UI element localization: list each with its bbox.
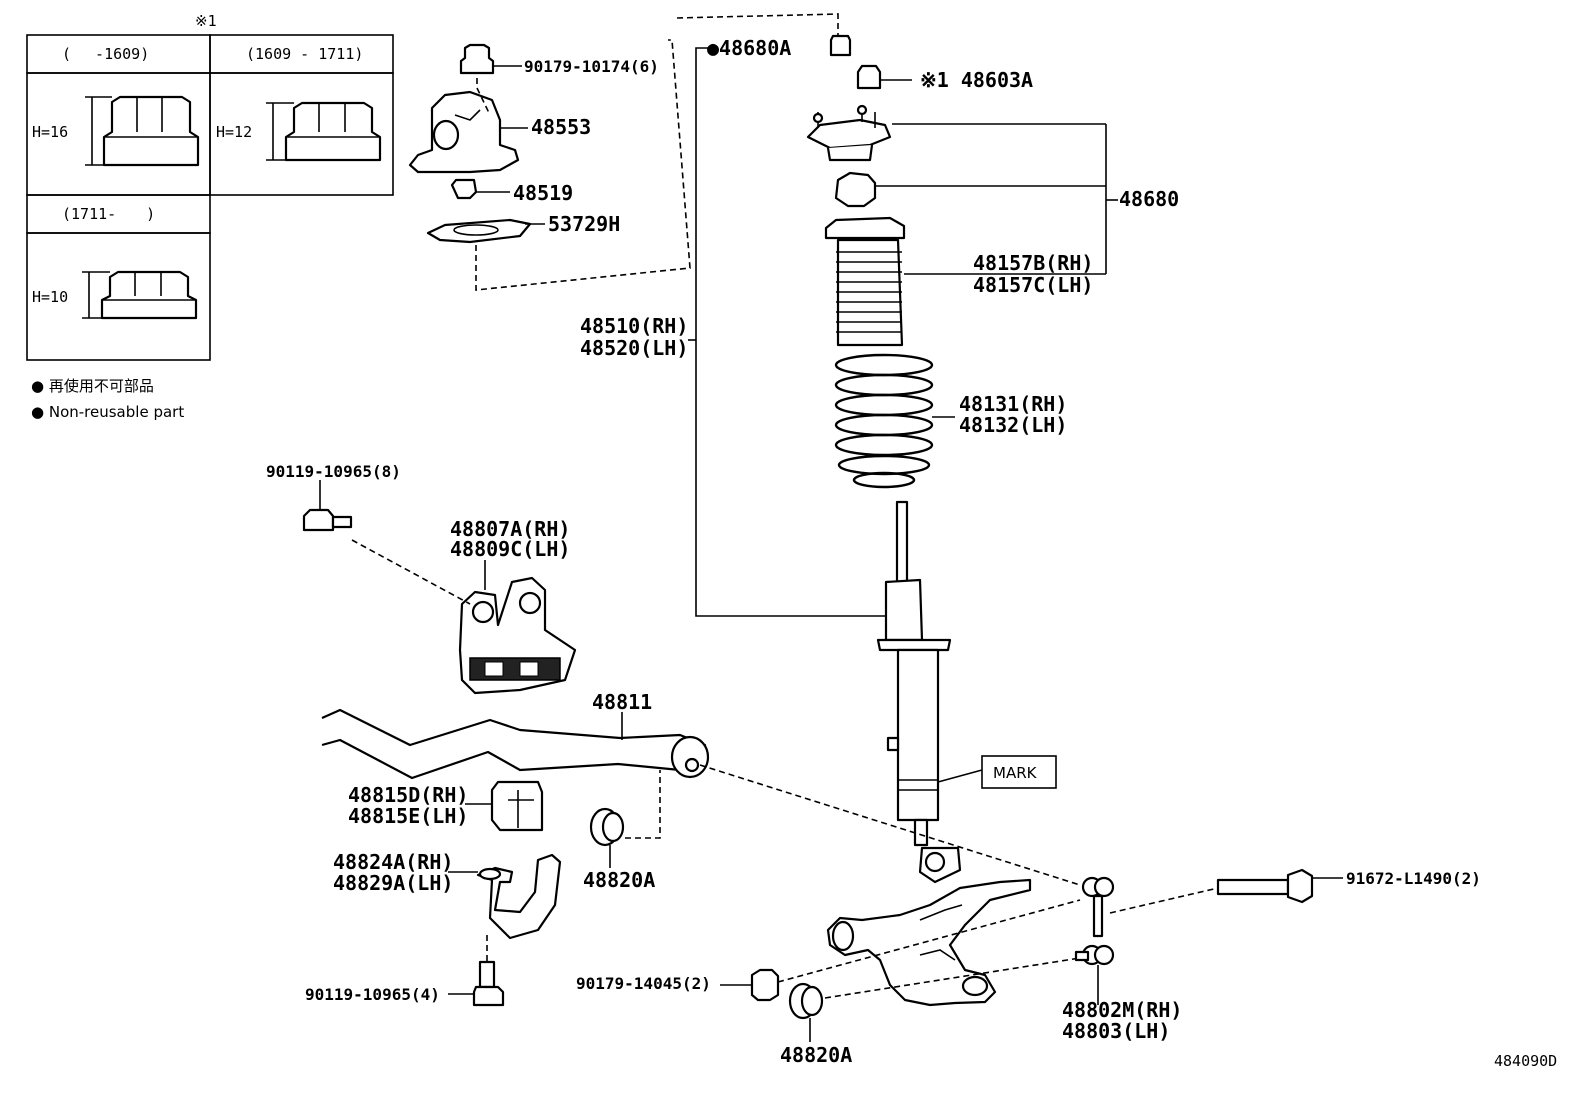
label-48519: 48519	[513, 181, 573, 205]
stabilizer-bar-icon	[321, 708, 710, 780]
table-range-1: ( -1609)	[62, 45, 149, 63]
label-90179-10174: 90179-10174(6)	[524, 57, 659, 76]
bushing-48815-icon	[490, 780, 544, 832]
label-48680A: ●48680A	[707, 36, 791, 60]
label-48807A: 48807A(RH)	[450, 517, 570, 541]
figure-code: 484090D	[1494, 1052, 1557, 1070]
label-48803: 48803(LH)	[1062, 1019, 1170, 1043]
table-range-3: (1711- )	[62, 205, 155, 223]
coil-spring-icon	[834, 353, 934, 489]
nut-height-table: ※1 ( -1609) (1609 - 1711) (1711- ) H=16 …	[26, 12, 394, 361]
label-48815E: 48815E(LH)	[348, 804, 468, 828]
label-48520: 48520(LH)	[580, 336, 688, 360]
label-48829A: 48829A(LH)	[333, 871, 453, 895]
nut-h10-icon	[82, 270, 198, 320]
label-48553: 48553	[531, 115, 591, 139]
upper-support-icon	[806, 104, 892, 162]
label-48824A: 48824A(RH)	[333, 850, 453, 874]
shock-absorber-icon	[876, 500, 962, 884]
label-91672: 91672-L1490(2)	[1346, 869, 1481, 888]
bushing-48519-icon	[450, 178, 478, 200]
legend-jp: ● 再使用不可部品	[31, 377, 154, 395]
bushing-48820A-left-icon	[589, 807, 625, 847]
label-48815D: 48815D(RH)	[348, 783, 468, 807]
table-ref-mark: ※1	[195, 12, 217, 30]
upper-mount-group	[408, 13, 839, 291]
label-48680: 48680	[1119, 187, 1179, 211]
label-90119-bottom: 90119-10965(4)	[305, 985, 440, 1004]
nut-90179-14045-icon	[750, 968, 780, 1002]
label-48510: 48510(RH)	[580, 314, 688, 338]
nut-48603A-icon	[856, 64, 882, 90]
dust-boot-icon	[824, 216, 906, 347]
label-53729H: 53729H	[548, 212, 620, 236]
mark-label: MARK	[993, 764, 1038, 782]
table-height-2: H=12	[216, 123, 252, 141]
label-48811: 48811	[592, 690, 652, 714]
bracket-48824A-icon	[476, 853, 562, 940]
table-height-1: H=16	[32, 123, 68, 141]
nut-h12-icon	[266, 101, 382, 162]
label-48132: 48132(LH)	[959, 413, 1067, 437]
label-48157C: 48157C(LH)	[973, 273, 1093, 297]
mount-48553-icon	[408, 90, 520, 174]
label-48809C: 48809C(LH)	[450, 537, 570, 561]
label-90119-top: 90119-10965(8)	[266, 462, 401, 481]
insulator-53729H-icon	[426, 218, 532, 244]
label-90179-14045: 90179-14045(2)	[576, 974, 711, 993]
label-48820A-left: 48820A	[583, 868, 655, 892]
label-48157B: 48157B(RH)	[973, 251, 1093, 275]
bushing-48820A-bottom-icon	[788, 982, 824, 1020]
bolt-90119-top-icon	[302, 508, 353, 532]
label-48131: 48131(RH)	[959, 392, 1067, 416]
label-48802M: 48802M(RH)	[1062, 998, 1182, 1022]
bearing-icon	[834, 171, 877, 208]
lower-arm-icon	[826, 878, 1032, 1007]
stabilizer-bracket-icon	[458, 576, 577, 695]
nut-48680A-icon	[829, 34, 852, 57]
stabilizer-link-icon	[1074, 876, 1115, 966]
table-range-2: (1609 - 1711)	[246, 45, 363, 63]
bolt-90119-bottom-icon	[472, 960, 505, 1007]
table-height-3: H=10	[32, 288, 68, 306]
label-48603A: ※1 48603A	[920, 68, 1033, 92]
mark-box	[981, 755, 1057, 789]
strut-assembly: MARK	[806, 104, 1118, 884]
nut-h16-icon	[85, 95, 200, 167]
nut-90179-10174-icon	[459, 43, 495, 75]
bolt-91672-icon	[1216, 868, 1314, 904]
label-48820A-bottom: 48820A	[780, 1043, 852, 1067]
legend-en: ● Non-reusable part	[31, 403, 184, 421]
